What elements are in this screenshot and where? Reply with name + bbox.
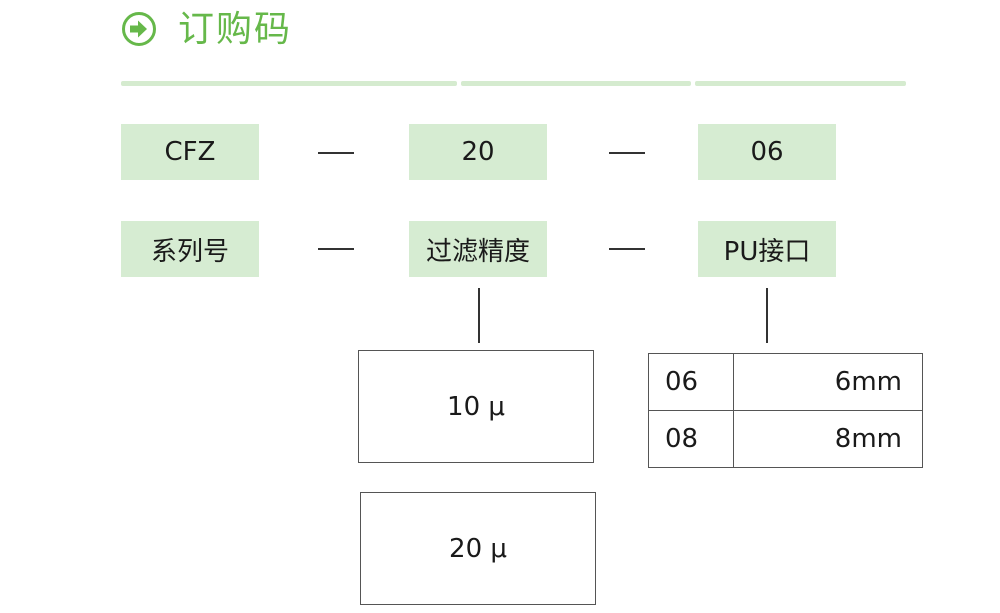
port-code-cell: 06: [648, 353, 734, 411]
divider: [695, 81, 906, 86]
connector-line: [478, 288, 480, 343]
filter-label-box: 过滤精度: [409, 221, 547, 277]
series-label-box: 系列号: [121, 221, 259, 277]
series-code-box: CFZ: [121, 124, 259, 180]
port-label-box: PU接口: [698, 221, 836, 277]
port-code-box: 06: [698, 124, 836, 180]
divider: [461, 81, 691, 86]
separator-dash: [609, 248, 645, 250]
table-row: 06 6mm: [648, 353, 923, 411]
port-code-cell: 08: [648, 410, 734, 468]
table-row: 08 8mm: [648, 410, 923, 468]
filter-option-10: 10 μ: [358, 350, 594, 463]
separator-dash: [318, 248, 354, 250]
page-title: 订购码: [178, 9, 293, 50]
separator-dash: [609, 152, 645, 154]
arrow-circle-right-icon: [122, 12, 156, 46]
filter-option-20: 20 μ: [360, 492, 596, 605]
port-options-table: 06 6mm 08 8mm: [648, 353, 923, 468]
filter-code-box: 20: [409, 124, 547, 180]
divider: [121, 81, 457, 86]
separator-dash: [318, 152, 354, 154]
connector-line: [766, 288, 768, 343]
port-size-cell: 6mm: [733, 353, 923, 411]
port-size-cell: 8mm: [733, 410, 923, 468]
